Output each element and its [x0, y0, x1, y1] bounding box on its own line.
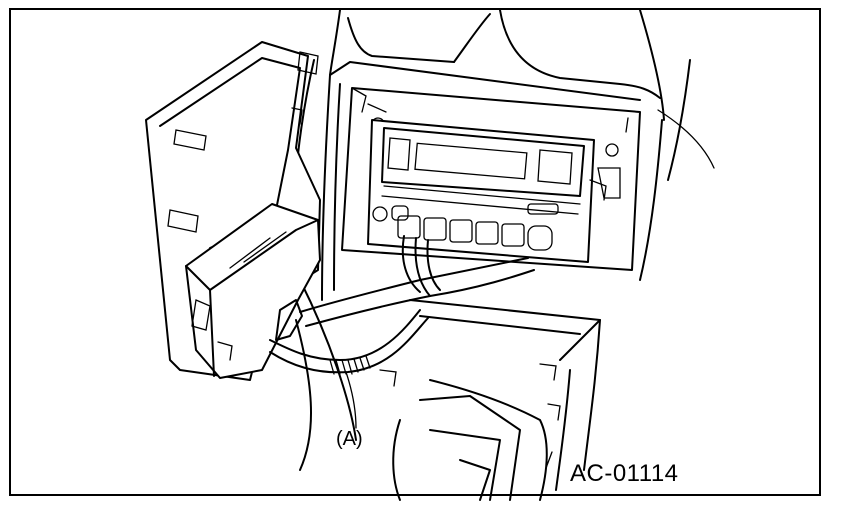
- leader-lines: [345, 103, 715, 429]
- audio-head-unit: [367, 119, 607, 263]
- wiring-harness: [269, 235, 535, 375]
- removed-center-panel: [145, 41, 321, 381]
- figure-code: AC-01114: [570, 460, 679, 487]
- center-panel-opening: [341, 87, 641, 271]
- callout-label-a: (A): [336, 428, 363, 450]
- lower-console: [295, 279, 601, 501]
